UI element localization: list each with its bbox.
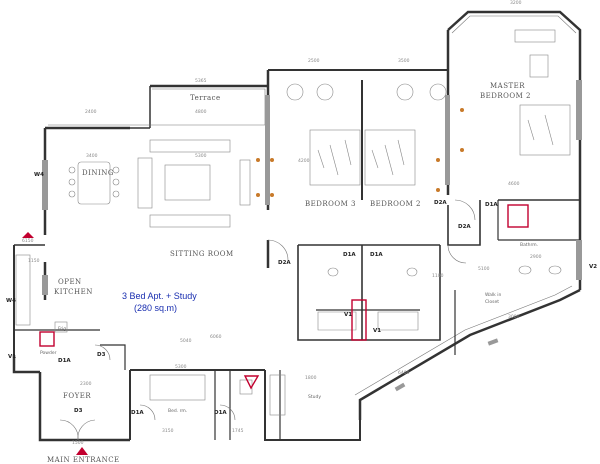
- tag-d1a-bedrm: D1A: [131, 410, 144, 416]
- interior-walls: [14, 199, 580, 440]
- doors: [59, 199, 476, 441]
- label-kitchen: KITCHEN: [54, 288, 93, 296]
- label-study: Study: [308, 394, 321, 400]
- tag-d1a-bath: D1A: [214, 410, 227, 416]
- svg-text:6150: 6150: [22, 238, 34, 244]
- label-master: MASTER: [490, 82, 525, 90]
- label-walk-in: Walk in: [485, 292, 501, 298]
- column-markers: [256, 108, 464, 197]
- label-bedroom-2: BEDROOM 2: [370, 200, 421, 208]
- exterior-walls: [12, 10, 582, 442]
- svg-text:4600: 4600: [508, 181, 520, 187]
- label-frig: Frig.: [58, 326, 68, 332]
- tag-w4-bottom: W4: [6, 298, 16, 304]
- svg-text:5365: 5365: [195, 78, 207, 84]
- svg-text:6400: 6400: [398, 370, 410, 376]
- svg-text:5300: 5300: [175, 364, 187, 370]
- svg-text:5040: 5040: [180, 338, 192, 344]
- svg-text:1745: 1745: [232, 428, 244, 434]
- tag-d1a-powder: D1A: [58, 358, 71, 364]
- tag-v1-left: V1: [8, 354, 16, 360]
- label-bed-rm: Bed. rm.: [168, 408, 187, 414]
- tag-v2: V2: [589, 264, 597, 270]
- svg-text:2500: 2500: [308, 58, 320, 64]
- label-bedroom-3: BEDROOM 3: [305, 200, 356, 208]
- tag-v1-b3: V1: [344, 312, 352, 318]
- plan-area: (280 sq.m): [134, 303, 177, 313]
- windows: [42, 80, 582, 392]
- svg-text:1800: 1800: [305, 375, 317, 381]
- svg-text:5300: 5300: [195, 153, 207, 159]
- svg-text:3000: 3000: [508, 314, 520, 320]
- svg-text:1150: 1150: [28, 258, 40, 264]
- element-tags: W4 W4 V1 D1A D3 D3 D1A D1A D2A D1A D1A V…: [6, 172, 597, 416]
- label-sitting-room: SITTING ROOM: [170, 250, 234, 258]
- tag-d1a-b2: D1A: [370, 252, 383, 258]
- label-dining: DINING: [82, 169, 114, 177]
- tag-d3-foyer: D3: [74, 408, 83, 414]
- label-main-entrance: MAIN ENTRANCE: [47, 456, 120, 464]
- svg-text:4200: 4200: [298, 158, 310, 164]
- svg-text:5100: 5100: [478, 266, 490, 272]
- tag-v1-b2: V1: [373, 328, 381, 334]
- svg-text:3400: 3400: [86, 153, 98, 159]
- svg-text:2400: 2400: [85, 109, 97, 115]
- tag-d2a-left: D2A: [278, 260, 291, 266]
- svg-text:3200: 3200: [510, 0, 522, 6]
- tag-d1a-master: D1A: [485, 202, 498, 208]
- tag-w4-top: W4: [34, 172, 44, 178]
- tag-d3-top: D3: [97, 352, 106, 358]
- svg-text:6060: 6060: [210, 334, 222, 340]
- furniture: [15, 29, 571, 416]
- label-open: OPEN: [58, 278, 82, 286]
- svg-text:2900: 2900: [530, 254, 542, 260]
- tag-d1a-b3: D1A: [343, 252, 356, 258]
- svg-text:1100: 1100: [432, 273, 444, 279]
- entrance-arrow-icon: [76, 447, 88, 455]
- dimensions: 3200 5365 4800 2400 3400 5300 2500 3500 …: [22, 0, 542, 446]
- svg-text:2300: 2300: [80, 381, 92, 387]
- label-foyer: FOYER: [63, 392, 91, 400]
- svg-text:4800: 4800: [195, 109, 207, 115]
- label-terrace: Terrace: [190, 94, 221, 102]
- highlights: [22, 204, 529, 455]
- svg-text:3150: 3150: [162, 428, 174, 434]
- label-bathrm: Bathrm.: [520, 242, 538, 248]
- label-master-bedroom-2: BEDROOM 2: [480, 92, 531, 100]
- svg-text:3500: 3500: [398, 58, 410, 64]
- svg-text:1500: 1500: [72, 440, 84, 446]
- plan-title: 3 Bed Apt. + Study: [122, 291, 197, 301]
- tag-d2a-master: D2A: [434, 200, 447, 206]
- tag-d2a-walkin: D2A: [458, 224, 471, 230]
- label-powder: Powder: [40, 350, 57, 356]
- label-closet: Closet: [485, 299, 499, 305]
